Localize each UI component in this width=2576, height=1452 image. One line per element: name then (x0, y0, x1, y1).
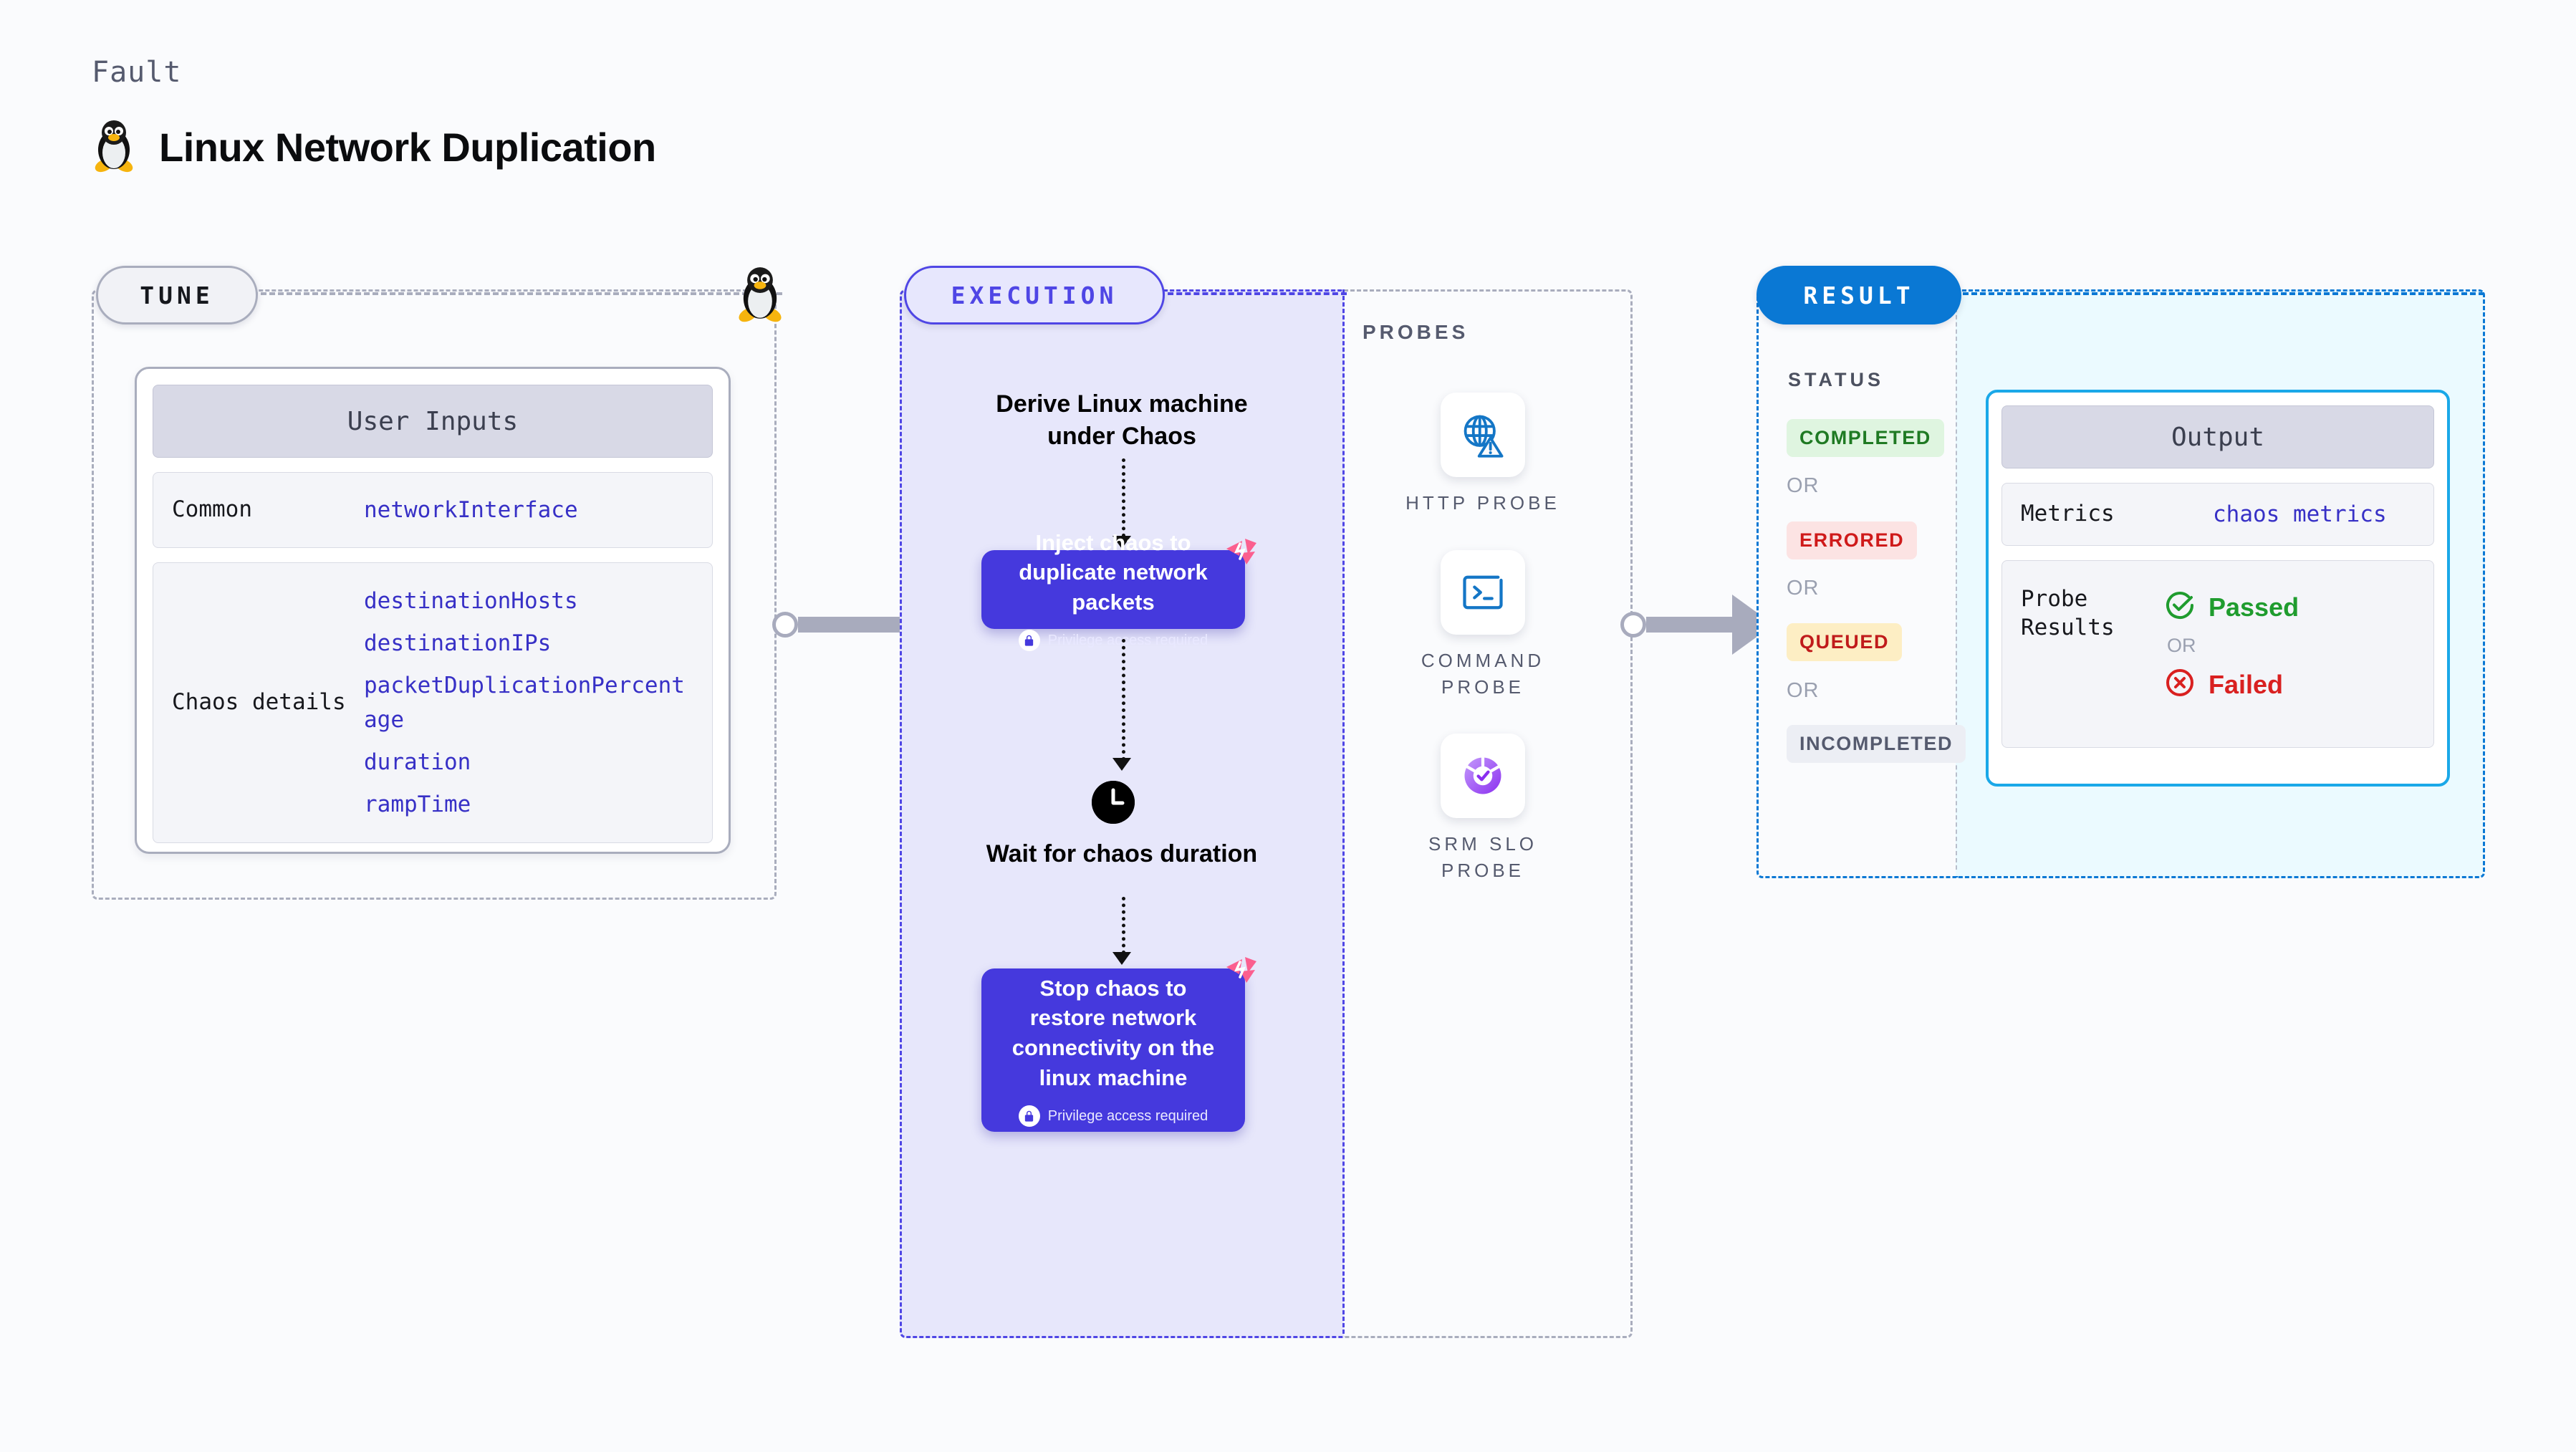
probe-result-or-separator: OR (2167, 635, 2196, 656)
probe-command-caption: COMMAND PROBE (1421, 650, 1545, 698)
connector-start-ring (772, 612, 798, 638)
probe-http[interactable]: HTTP PROBE (1393, 393, 1572, 516)
privilege-note-text: Privilege access required (1047, 1107, 1208, 1124)
globe-warning-icon (1441, 393, 1525, 477)
row-values: destinationHosts destinationIPs packetDu… (364, 576, 693, 830)
table-row: Common networkInterface (153, 472, 713, 548)
flow-dotted-line (1122, 639, 1125, 761)
status-badge-queued: QUEUED (1787, 623, 1903, 661)
list-item[interactable]: networkInterface (364, 496, 578, 523)
inject-chaos-card[interactable]: Inject chaos to duplicate network packet… (981, 530, 1256, 652)
connector-start-ring (1620, 612, 1646, 638)
execution-panel-right-edge (1342, 289, 1345, 1334)
status-badge-incompleted: INCOMPLETED (1787, 725, 1966, 763)
page-title-row: Linux Network Duplication (92, 118, 656, 176)
status-or-separator: OR (1787, 679, 1820, 702)
user-inputs-card: User Inputs Common networkInterface Chao… (135, 367, 731, 854)
tune-top-dashed-connector (252, 292, 782, 295)
row-key: Probe Results (2021, 586, 2115, 640)
status-or-separator: OR (1787, 577, 1820, 600)
result-panel-divider (1956, 294, 1957, 870)
list-item[interactable]: destinationIPs (364, 630, 552, 657)
terminal-prompt-icon (1441, 550, 1525, 635)
tune-tag[interactable]: TUNE (96, 266, 258, 324)
row-key: Common (172, 496, 252, 523)
list-item[interactable]: duration (364, 749, 471, 776)
lock-icon (1018, 630, 1040, 652)
result-tag[interactable]: RESULT (1756, 266, 1961, 324)
litmus-chaos-badge-icon (1221, 951, 1261, 991)
metrics-value[interactable]: chaos metrics (2213, 501, 2387, 527)
stop-chaos-card[interactable]: Stop chaos to restore network connectivi… (981, 957, 1256, 1132)
flow-arrowhead (1112, 952, 1131, 965)
output-card-title: Output (2001, 405, 2434, 468)
check-circle-icon (2164, 590, 2196, 625)
probe-srm-slo-caption: SRM SLO PROBE (1428, 833, 1538, 881)
probe-http-caption: HTTP PROBE (1405, 492, 1560, 514)
clock-icon (1092, 781, 1135, 824)
flow-arrowhead (1112, 536, 1131, 549)
page-title: Linux Network Duplication (159, 125, 656, 170)
result-top-dashed-connector (1954, 292, 2484, 295)
execution-tag[interactable]: EXECUTION (904, 266, 1165, 324)
probes-label: PROBES (1363, 321, 1469, 343)
status-badge-completed: COMPLETED (1787, 419, 1944, 457)
row-key: Chaos details (172, 689, 346, 716)
tune-panel (92, 289, 777, 900)
probe-srm-slo[interactable]: SRM SLO PROBE (1393, 734, 1572, 884)
privilege-note: Privilege access required (1018, 630, 1208, 652)
lock-icon (1018, 1105, 1040, 1128)
flow-dotted-line (1122, 897, 1125, 954)
list-item[interactable]: rampTime (364, 792, 471, 818)
linux-tux-icon (736, 265, 784, 326)
privilege-note-text: Privilege access required (1047, 632, 1208, 648)
probe-result-passed: Passed (2164, 590, 2299, 625)
connector-bar (1646, 617, 1732, 633)
connector-bar (798, 617, 933, 633)
status-or-separator: OR (1787, 474, 1820, 497)
probe-command[interactable]: COMMAND PROBE (1393, 550, 1572, 701)
status-badge-errored: ERRORED (1787, 521, 1918, 559)
stop-chaos-card-text: Stop chaos to restore network connectivi… (1011, 975, 1215, 1090)
table-row: Chaos details destinationHosts destinati… (153, 562, 713, 844)
list-item[interactable]: destinationHosts (364, 588, 578, 614)
derive-machine-step-label: Derive Linux machine under Chaos (996, 390, 1248, 451)
table-row: Probe Results Passed OR (2001, 560, 2434, 748)
table-row: Metrics chaos metrics (2001, 483, 2434, 546)
privilege-note: Privilege access required (1018, 1105, 1208, 1128)
fault-kicker-label: Fault (92, 56, 182, 89)
execution-top-dashed-connector (1159, 292, 1347, 295)
inject-chaos-card-text: Inject chaos to duplicate network packet… (1019, 529, 1208, 615)
row-values: networkInterface (364, 485, 578, 535)
output-card: Output Metrics chaos metrics Probe Resul… (1986, 390, 2450, 787)
flow-arrowhead (1112, 758, 1131, 771)
wait-duration-step-label: Wait for chaos duration (986, 840, 1258, 867)
list-item[interactable]: packetDuplicationPercentage (364, 673, 685, 734)
probe-result-failed: Failed (2164, 667, 2299, 702)
user-inputs-card-title: User Inputs (153, 385, 713, 458)
x-circle-icon (2164, 667, 2196, 702)
status-label: STATUS (1788, 369, 1884, 390)
row-values: chaos metrics (2213, 489, 2387, 539)
slo-donut-check-icon (1441, 734, 1525, 818)
probe-result-passed-label: Passed (2209, 592, 2299, 622)
probe-result-values: Passed OR Failed (2164, 585, 2299, 706)
result-status-panel (1756, 289, 1959, 878)
flow-dotted-line (1122, 458, 1125, 537)
probe-result-failed-label: Failed (2209, 669, 2284, 699)
row-key: Metrics (2021, 501, 2115, 527)
litmus-chaos-badge-icon (1221, 533, 1261, 573)
linux-tux-icon (92, 118, 136, 176)
